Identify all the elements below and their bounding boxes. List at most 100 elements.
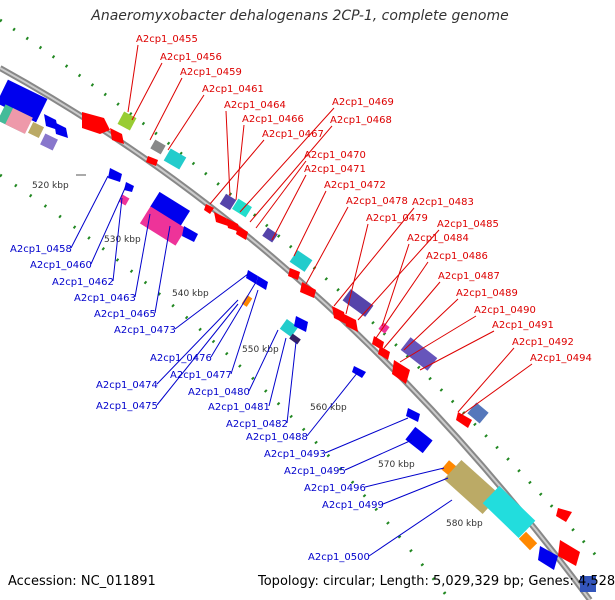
gene-0487[interactable] [378,346,390,360]
gene-0463[interactable] [139,206,187,246]
reverse-gene-label[interactable]: A2cp1_0499 [322,500,384,511]
forward-gene-label[interactable]: A2cp1_0456 [160,52,222,63]
forward-gene-label[interactable]: A2cp1_0489 [456,288,518,299]
gene-0468[interactable] [214,212,228,226]
forward-gene-label[interactable]: A2cp1_0472 [324,180,386,191]
reverse-gene-label[interactable]: A2cp1_0481 [208,402,270,413]
reverse-gene-label[interactable]: A2cp1_0477 [170,370,232,381]
forward-gene-label[interactable]: A2cp1_0466 [242,114,304,125]
reverse-gene-label[interactable]: A2cp1_0495 [284,466,346,477]
gene-0472[interactable] [289,250,313,272]
forward-gene-label[interactable]: A2cp1_0478 [346,196,408,207]
leader-line [249,125,333,223]
leader-line [324,417,409,454]
gene-r-left4[interactable] [27,121,45,139]
forward-gene-label[interactable]: A2cp1_0470 [304,150,366,161]
gene-0476[interactable] [241,295,253,307]
gene-0469[interactable] [226,218,240,232]
gene-0502[interactable] [558,540,580,566]
forward-gene-label[interactable]: A2cp1_0484 [407,233,469,244]
reverse-gene-label[interactable]: A2cp1_0474 [96,380,158,391]
reverse-gene-label[interactable]: A2cp1_0475 [96,401,158,412]
gene-0482[interactable] [352,366,366,378]
reverse-gene-label[interactable]: A2cp1_0500 [308,552,370,563]
gene-0459[interactable] [150,139,166,155]
reverse-gene-label[interactable]: A2cp1_0493 [264,449,326,460]
forward-gene-label[interactable]: A2cp1_0483 [412,197,474,208]
genome-map: 520 kbp 530 kbp 540 kbp 550 kbp 560 kbp … [0,18,602,600]
gene-0456[interactable] [117,111,137,131]
gene-0499[interactable] [482,486,536,538]
reverse-gene-label[interactable]: A2cp1_0482 [226,419,288,430]
forward-gene-label[interactable]: A2cp1_0468 [330,115,392,126]
tick-label: 550 kbp [242,345,279,355]
forward-gene-label[interactable]: A2cp1_0485 [437,219,499,230]
gene-0470[interactable] [236,226,248,240]
reverse-gene-label[interactable]: A2cp1_0480 [188,387,250,398]
gene-0495[interactable] [441,460,457,476]
gene-0486[interactable] [372,336,384,350]
gene-0466r[interactable] [182,226,198,242]
forward-gene-label[interactable]: A2cp1_0492 [512,337,574,348]
forward-gene-label[interactable]: A2cp1_0464 [224,100,286,111]
reverse-gene-label[interactable]: A2cp1_0496 [304,483,366,494]
gene-0478[interactable] [300,282,316,298]
gene-0466[interactable] [232,198,252,218]
gene-0479[interactable] [342,289,374,317]
gene-r-left1[interactable] [0,79,48,123]
forward-gene-label[interactable]: A2cp1_0494 [530,353,592,364]
gene-r-left6[interactable] [54,122,68,138]
forward-gene-label[interactable]: A2cp1_0479 [366,213,428,224]
reverse-gene-label[interactable]: A2cp1_0458 [10,244,72,255]
gene-0460f[interactable] [146,156,158,166]
gene-r-left7[interactable] [40,133,58,151]
forward-gene-label[interactable]: A2cp1_0455 [136,34,198,45]
gene-0465[interactable] [149,191,191,227]
forward-gene-label[interactable]: A2cp1_0467 [262,129,324,140]
gene-0488[interactable] [406,408,420,422]
gene-0501[interactable] [556,508,572,522]
gene-0490[interactable] [392,360,410,384]
gene-0455[interactable] [82,112,110,134]
gene-0481[interactable] [289,333,301,345]
leader-line [90,185,127,265]
gene-0461[interactable] [163,148,187,170]
gene-0477[interactable] [279,319,299,337]
forward-gene-label[interactable]: A2cp1_0461 [202,84,264,95]
forward-gene-label[interactable]: A2cp1_0469 [332,97,394,108]
gene-r-left5[interactable] [44,114,58,130]
gene-0467[interactable] [204,204,214,214]
gene-0460[interactable] [124,182,134,192]
gene-0474[interactable] [256,276,268,290]
gene-0505[interactable] [580,576,596,592]
forward-gene-label[interactable]: A2cp1_0486 [426,251,488,262]
gene-0473[interactable] [246,270,258,284]
gene-0457[interactable] [110,128,124,144]
gene-0489[interactable] [400,337,438,371]
reverse-gene-label[interactable]: A2cp1_0465 [94,309,156,320]
forward-gene-label[interactable]: A2cp1_0490 [474,305,536,316]
reverse-gene-label[interactable]: A2cp1_0460 [30,260,92,271]
reverse-gene-label[interactable]: A2cp1_0473 [114,325,176,336]
gene-0473r[interactable] [262,227,278,243]
gene-0500[interactable] [518,531,538,551]
gene-0484[interactable] [344,314,358,332]
forward-gene-label[interactable]: A2cp1_0491 [492,320,554,331]
gene-0503[interactable] [538,546,558,570]
forward-gene-label[interactable]: A2cp1_0471 [304,164,366,175]
forward-gene-label[interactable]: A2cp1_0459 [180,67,242,78]
leader-line [112,197,123,282]
gene-0471[interactable] [288,268,300,280]
gene-0458[interactable] [108,168,122,182]
leader-line [248,329,279,392]
gene-0483[interactable] [332,306,346,324]
reverse-gene-label[interactable]: A2cp1_0462 [52,277,114,288]
gene-r-left3[interactable] [5,108,33,134]
forward-gene-label[interactable]: A2cp1_0487 [438,271,500,282]
gene-0493[interactable] [405,426,433,454]
reverse-gene-label[interactable]: A2cp1_0488 [246,432,308,443]
gene-0492[interactable] [467,402,489,424]
gene-0480[interactable] [294,316,308,332]
reverse-gene-label[interactable]: A2cp1_0463 [74,293,136,304]
gene-0464[interactable] [219,193,237,211]
